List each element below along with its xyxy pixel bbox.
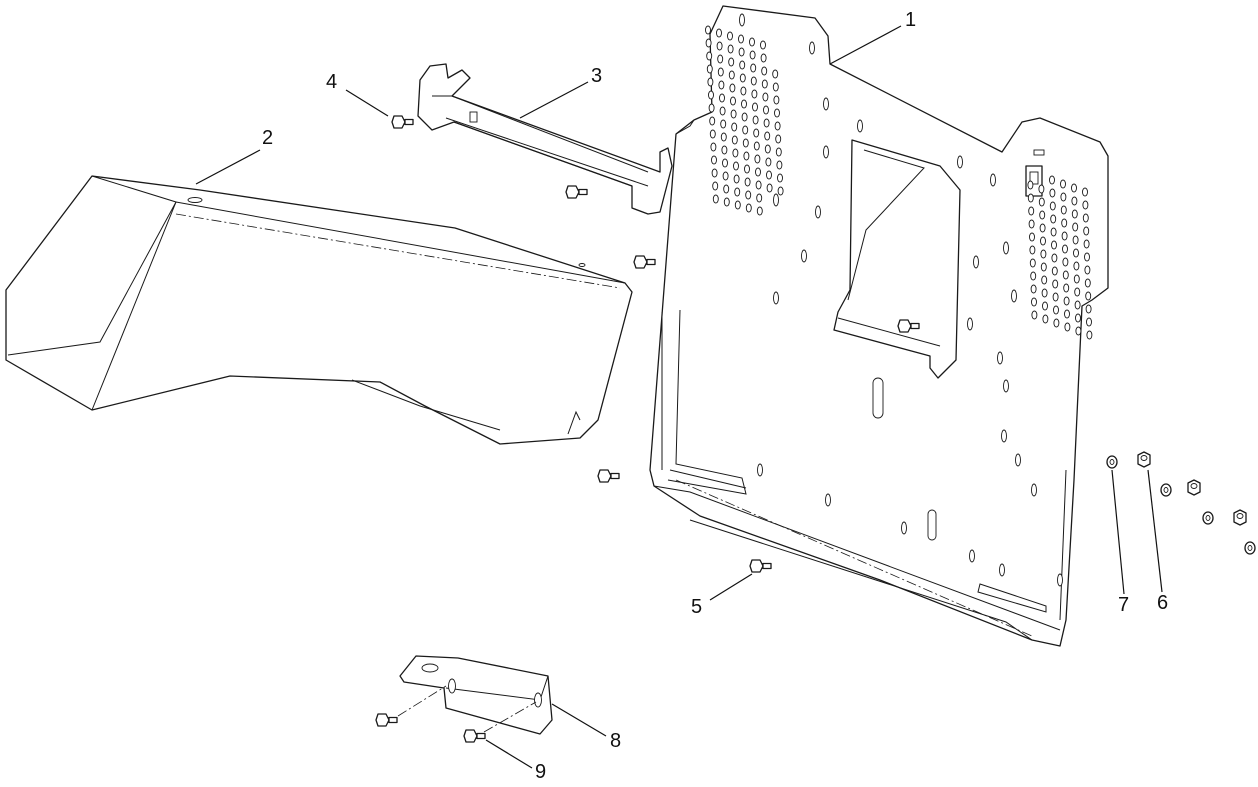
leader-line-9 bbox=[485, 739, 533, 769]
vent-holes-left bbox=[705, 25, 784, 216]
part-1-main-plate bbox=[649, 5, 1109, 647]
callout-7: 7 bbox=[1118, 594, 1130, 616]
nut-icon bbox=[1137, 451, 1151, 468]
leader-line-5 bbox=[709, 573, 753, 601]
nut-icon bbox=[1233, 509, 1247, 526]
bolt-icon bbox=[463, 729, 486, 743]
callout-9: 9 bbox=[535, 761, 547, 783]
callout-1: 1 bbox=[905, 9, 917, 31]
leader-lines bbox=[195, 25, 1163, 769]
bolt-icon bbox=[897, 319, 920, 333]
leader-line-3 bbox=[519, 81, 589, 119]
leader-line-1 bbox=[829, 25, 902, 65]
callout-8: 8 bbox=[610, 730, 622, 752]
leader-line-7 bbox=[1111, 469, 1125, 595]
part-8-angle-bracket bbox=[397, 655, 553, 735]
vent-holes-right bbox=[1027, 175, 1093, 340]
bolt-icon bbox=[391, 115, 414, 129]
washer-icon bbox=[1106, 455, 1118, 469]
washer-icon bbox=[1202, 511, 1214, 525]
callout-2: 2 bbox=[262, 127, 274, 149]
bolt-icon bbox=[565, 185, 588, 199]
callout-6: 6 bbox=[1157, 592, 1169, 614]
part-3-bracket-bar bbox=[417, 63, 673, 215]
bolt-icon bbox=[375, 713, 398, 727]
leader-line-2 bbox=[195, 149, 261, 185]
leader-line-4 bbox=[345, 89, 389, 117]
callout-3: 3 bbox=[591, 65, 603, 87]
bolt-icon bbox=[633, 255, 656, 269]
fastener-group bbox=[375, 115, 1256, 743]
washer-icon bbox=[1160, 483, 1172, 497]
bolt-icon bbox=[749, 559, 772, 573]
callout-5: 5 bbox=[691, 596, 703, 618]
callout-4: 4 bbox=[326, 71, 338, 93]
bolt-icon bbox=[597, 469, 620, 483]
washer-icon bbox=[1244, 541, 1256, 555]
nut-icon bbox=[1187, 479, 1201, 496]
leader-line-8 bbox=[551, 703, 607, 737]
leader-line-6 bbox=[1147, 469, 1163, 593]
mounting-slots bbox=[739, 13, 1063, 587]
part-2-chute bbox=[5, 175, 633, 445]
